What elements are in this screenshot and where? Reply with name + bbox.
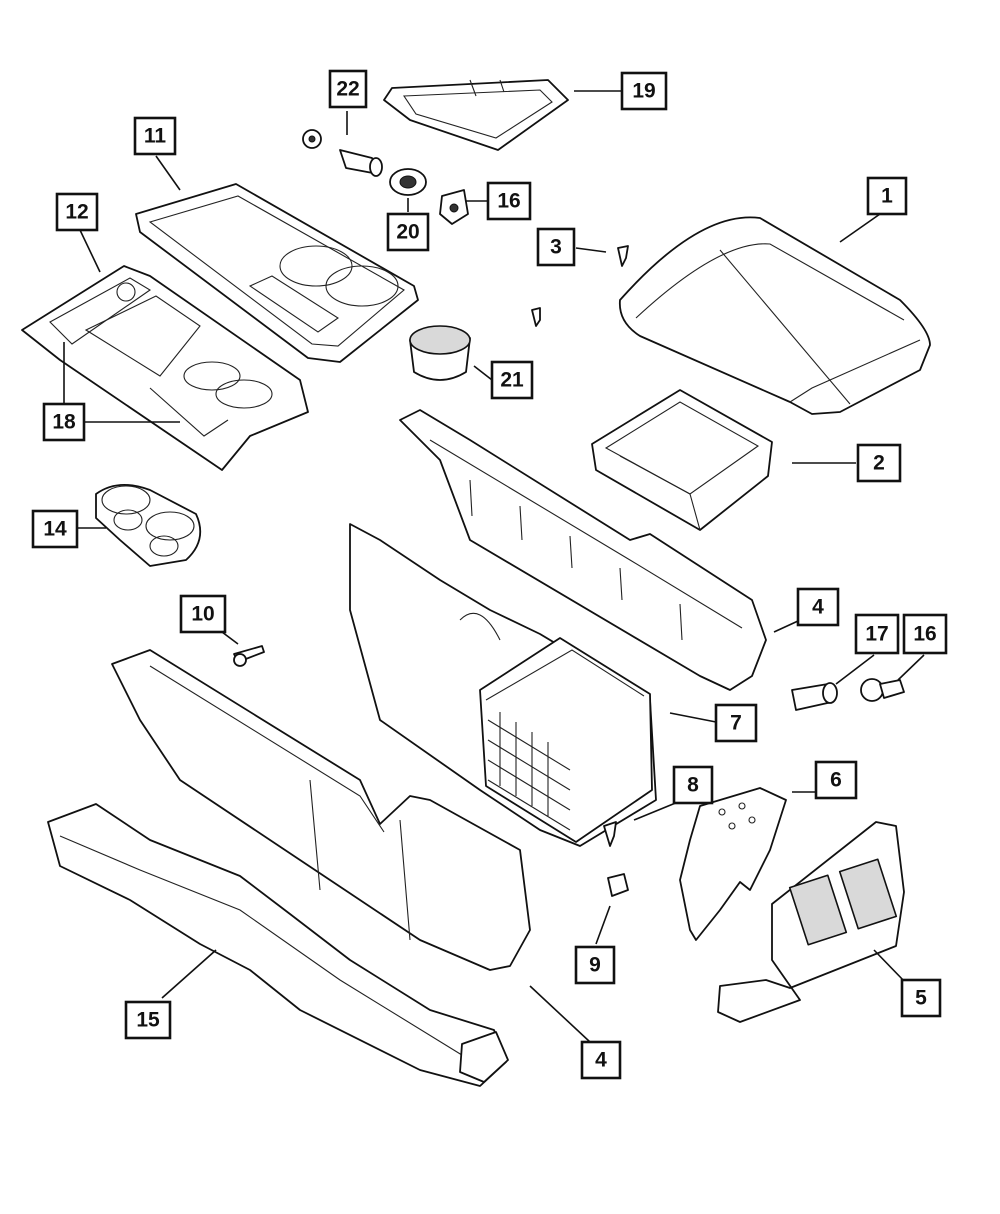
- svg-text:4: 4: [812, 596, 824, 619]
- part-1-armrest-lid: [618, 216, 931, 415]
- callout-19: 19: [620, 71, 668, 111]
- svg-text:5: 5: [915, 987, 927, 1010]
- part-16-cap-top: [439, 189, 469, 225]
- part-21-ash-cup: [409, 325, 471, 381]
- part-10-bolt: [233, 645, 265, 667]
- svg-text:11: 11: [144, 125, 167, 148]
- svg-text:1: 1: [881, 185, 893, 208]
- part-17-socket: [791, 682, 838, 711]
- callout-1: 1: [866, 176, 908, 216]
- svg-text:16: 16: [497, 190, 520, 213]
- part-19-bezel: [383, 79, 569, 151]
- svg-text:9: 9: [589, 954, 601, 977]
- part-12-lower-bezel: [21, 265, 309, 471]
- callout-14: 14: [31, 509, 79, 549]
- callout-21: 21: [490, 360, 534, 400]
- svg-text:2: 2: [873, 452, 885, 475]
- svg-text:17: 17: [865, 623, 888, 646]
- svg-text:6: 6: [830, 769, 842, 792]
- svg-text:21: 21: [500, 369, 524, 392]
- callout-11: 11: [133, 116, 177, 156]
- callout-4-lower: 4: [580, 1040, 622, 1080]
- callout-16-right: 16: [902, 613, 948, 655]
- svg-text:22: 22: [336, 78, 359, 101]
- svg-text:15: 15: [136, 1009, 160, 1032]
- svg-text:4: 4: [595, 1049, 607, 1072]
- callout-22: 22: [328, 69, 368, 109]
- part-2-storage-bin: [591, 389, 773, 531]
- part-5-rear-bezel: [717, 821, 905, 1023]
- part-3-screws: [531, 245, 629, 327]
- callout-20: 20: [386, 212, 430, 252]
- part-16-cap-right: [860, 678, 905, 702]
- callout-16-top: 16: [486, 181, 532, 221]
- callout-4-upper: 4: [796, 587, 840, 627]
- callout-12: 12: [55, 192, 99, 232]
- part-9-clip: [607, 873, 629, 897]
- callout-5: 5: [900, 978, 942, 1018]
- part-22-socket: [302, 129, 383, 177]
- part-4-side-panel-left: [111, 649, 531, 971]
- svg-text:12: 12: [65, 201, 88, 224]
- part-20-outlet: [389, 168, 427, 196]
- part-8-screw: [603, 821, 617, 847]
- svg-text:7: 7: [730, 712, 742, 735]
- svg-text:19: 19: [632, 80, 655, 103]
- part-6-bracket: [679, 787, 787, 941]
- svg-text:3: 3: [550, 236, 562, 259]
- svg-text:14: 14: [43, 518, 67, 541]
- svg-text:10: 10: [191, 603, 214, 626]
- callout-17: 17: [854, 613, 900, 655]
- part-4-side-panel-right: [399, 409, 767, 691]
- svg-text:16: 16: [913, 623, 936, 646]
- part-14-cupholder: [95, 484, 202, 567]
- svg-text:20: 20: [396, 221, 419, 244]
- part-11-upper-bezel: [135, 183, 419, 363]
- callout-8: 8: [672, 765, 714, 805]
- callout-15: 15: [124, 1000, 172, 1040]
- leader-lines: [63, 90, 925, 1043]
- callout-10: 10: [179, 594, 227, 634]
- svg-text:8: 8: [687, 774, 699, 797]
- callout-2: 2: [856, 443, 902, 483]
- callout-3: 3: [536, 227, 576, 267]
- callout-7: 7: [714, 703, 758, 743]
- part-15-duct: [47, 803, 509, 1087]
- callout-9: 9: [574, 945, 616, 985]
- callout-6: 6: [814, 760, 858, 800]
- part-7-bracket: [349, 523, 657, 847]
- callout-18: 18: [42, 402, 86, 442]
- svg-text:18: 18: [52, 411, 76, 434]
